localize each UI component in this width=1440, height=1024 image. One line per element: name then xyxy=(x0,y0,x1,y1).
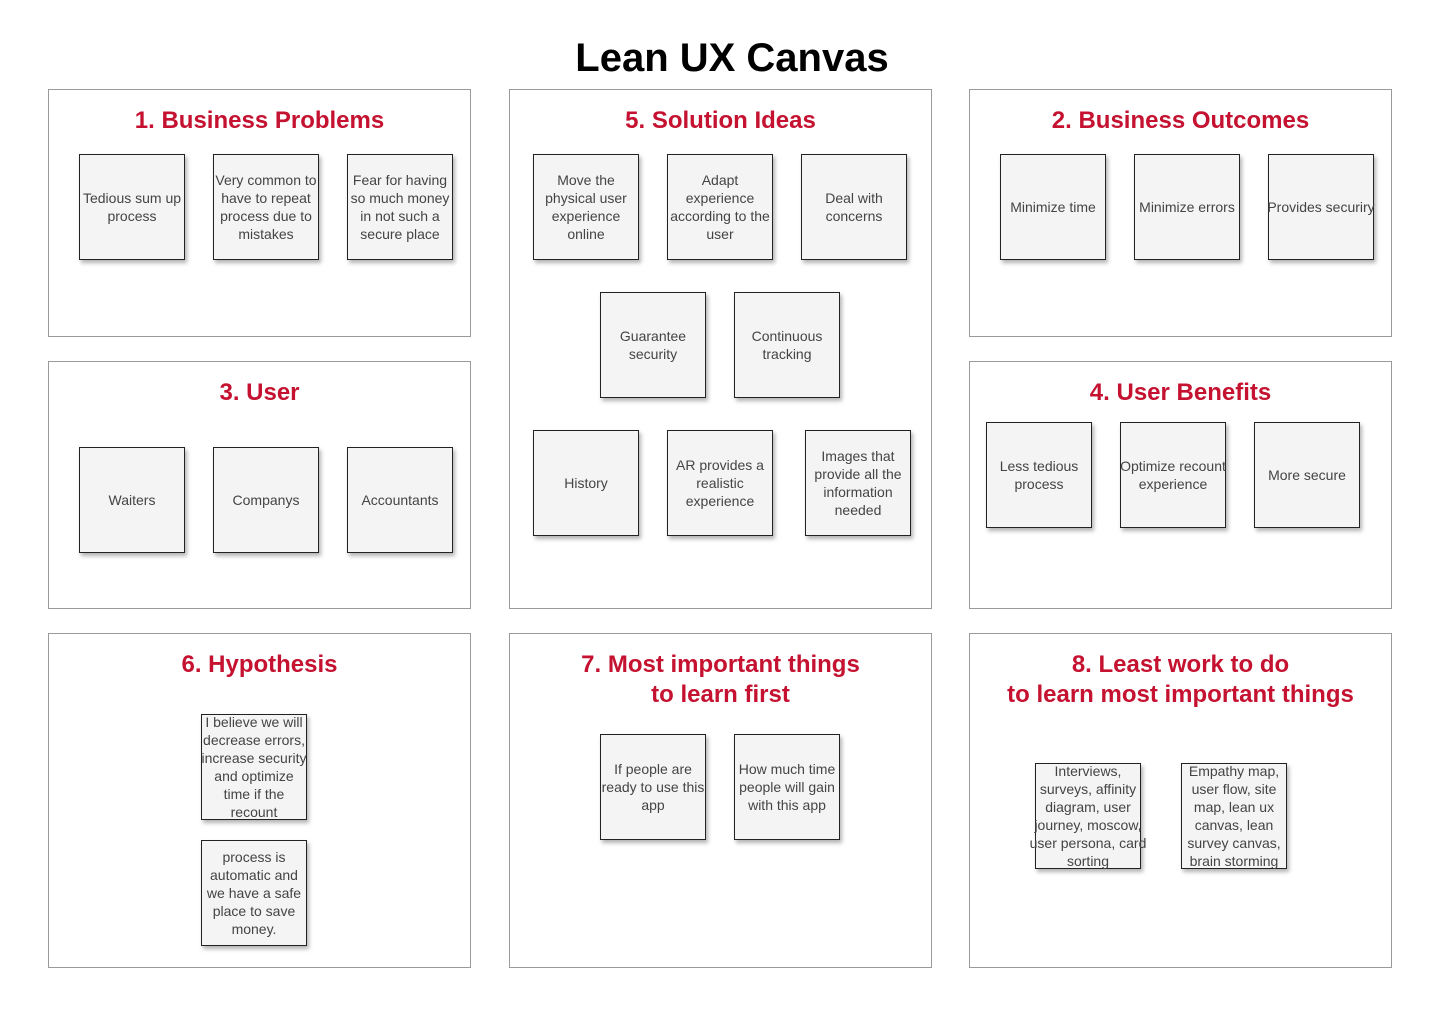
sticky-note[interactable]: Continuous tracking xyxy=(734,292,840,398)
panel-title: 4. User Benefits xyxy=(1089,379,1272,406)
sticky-note[interactable]: Optimize recount experience xyxy=(1120,422,1226,528)
panel-title-line: to learn most important things xyxy=(1007,681,1354,708)
canvas-title: Lean UX Canvas xyxy=(575,36,889,80)
sticky-note[interactable]: Images that provide all the information … xyxy=(805,430,911,536)
sticky-note-text: Fear for having so much money in not suc… xyxy=(350,172,450,242)
sticky-note[interactable]: Provides securiry xyxy=(1267,154,1375,260)
sticky-note-text: Less tedious process xyxy=(999,458,1079,492)
sticky-note[interactable]: Companys xyxy=(213,447,319,553)
sticky-note[interactable]: I believe we will decrease errors, incre… xyxy=(201,714,307,820)
panel-title-line: 8. Least work to do xyxy=(1071,651,1290,678)
sticky-note[interactable]: Minimize errors xyxy=(1134,154,1240,260)
sticky-note[interactable]: Fear for having so much money in not suc… xyxy=(347,154,453,260)
panel-title: 7. Most important things to learn first xyxy=(510,650,931,710)
sticky-note[interactable]: Very common to have to repeat process du… xyxy=(213,154,319,260)
sticky-note[interactable]: AR provides a realistic experience xyxy=(667,430,773,536)
sticky-note-text: Move the physical user experience online xyxy=(545,172,627,242)
sticky-note-text: Tedious sum up process xyxy=(82,190,182,224)
panel-title: 8. Least work to do to learn most importa… xyxy=(970,650,1391,710)
panel-title: 5. Solution Ideas xyxy=(625,107,816,134)
sticky-note[interactable]: Minimize time xyxy=(1000,154,1106,260)
sticky-note-text: AR provides a realistic experience xyxy=(676,457,764,509)
sticky-note[interactable]: Empathy map, user flow, site map, lean u… xyxy=(1181,763,1287,869)
sticky-note[interactable]: Less tedious process xyxy=(986,422,1092,528)
sticky-note-text: History xyxy=(564,475,608,491)
sticky-note-text: process is automatic and we have a safe … xyxy=(206,849,302,937)
panel-title: 1. Business Problems xyxy=(134,107,385,134)
sticky-note-text: Minimize time xyxy=(1010,199,1096,215)
sticky-note[interactable]: If people are ready to use this app xyxy=(600,734,706,840)
panel-title-line: 7. Most important things xyxy=(581,651,860,678)
sticky-note-text: I believe we will decrease errors, incre… xyxy=(201,714,307,820)
sticky-note-text: Minimize errors xyxy=(1139,199,1235,215)
sticky-note-text: Empathy map, user flow, site map, lean u… xyxy=(1187,763,1281,869)
sticky-note-text: More secure xyxy=(1268,467,1346,483)
sticky-note-text: Continuous tracking xyxy=(751,328,823,362)
sticky-note[interactable]: Tedious sum up process xyxy=(79,154,185,260)
sticky-note-text: Optimize recount experience xyxy=(1120,458,1226,492)
panel-title: 6. Hypothesis xyxy=(181,651,338,678)
sticky-note[interactable]: Accountants xyxy=(347,447,453,553)
sticky-note[interactable]: Deal with concerns xyxy=(801,154,907,260)
panel-title: 3. User xyxy=(219,379,300,406)
sticky-note[interactable]: Waiters xyxy=(79,447,185,553)
sticky-note-text: Adapt experience according to the user xyxy=(670,172,770,242)
sticky-note[interactable]: Move the physical user experience online xyxy=(533,154,639,260)
panel-title-line: to learn first xyxy=(651,681,790,708)
sticky-note-text: Images that provide all the information … xyxy=(814,448,902,518)
sticky-note-text: Waiters xyxy=(108,492,156,508)
sticky-note-text: Provides securiry xyxy=(1267,199,1375,215)
sticky-note-text: Companys xyxy=(232,492,300,508)
sticky-note[interactable]: Guarantee security xyxy=(600,292,706,398)
sticky-note[interactable]: History xyxy=(533,430,639,536)
panel-title: 2. Business Outcomes xyxy=(1051,107,1310,134)
sticky-note-text: If people are ready to use this app xyxy=(601,761,705,813)
sticky-note-text: How much time people will gain with this… xyxy=(738,761,836,813)
sticky-note[interactable]: How much time people will gain with this… xyxy=(734,734,840,840)
sticky-note-text: Accountants xyxy=(361,492,439,508)
sticky-note[interactable]: Interviews, surveys, affinity diagram, u… xyxy=(1030,763,1146,869)
sticky-note-text: Deal with concerns xyxy=(825,190,883,224)
sticky-note[interactable]: process is automatic and we have a safe … xyxy=(201,840,307,946)
sticky-note-text: Guarantee security xyxy=(619,328,687,362)
sticky-note-text: Very common to have to repeat process du… xyxy=(215,172,317,242)
panel-most-important-things: 7. Most important things to learn first xyxy=(509,633,932,968)
sticky-note[interactable]: More secure xyxy=(1254,422,1360,528)
sticky-note[interactable]: Adapt experience according to the user xyxy=(667,154,773,260)
sticky-note-text: Interviews, surveys, affinity diagram, u… xyxy=(1029,763,1147,869)
